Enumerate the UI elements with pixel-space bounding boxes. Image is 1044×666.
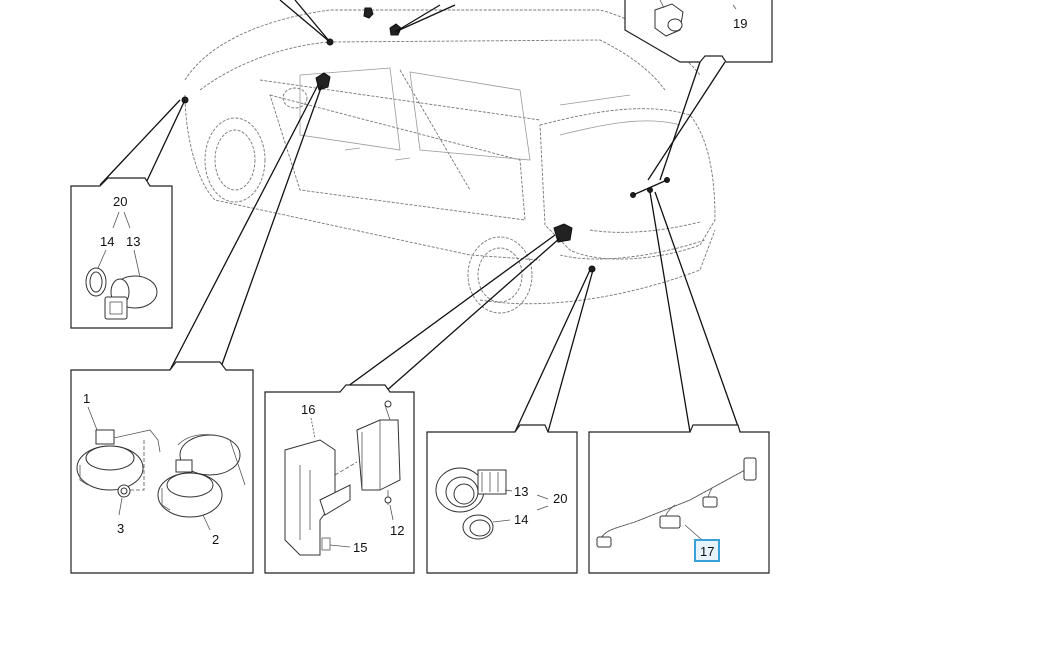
module-panel[interactable]: 16 12 15: [264, 384, 415, 574]
horn-icon: [76, 429, 161, 491]
camera-area-marker: [389, 23, 402, 36]
callout-16[interactable]: 16: [301, 402, 315, 417]
rear-sensor-panel[interactable]: 13 20 14: [426, 424, 578, 574]
sensor-ring-icon: [85, 267, 107, 297]
nut-icon: [117, 484, 131, 498]
camera-panel[interactable]: 19: [624, 0, 773, 63]
vehicle-outline: [184, 9, 716, 314]
callout-15[interactable]: 15: [353, 540, 367, 555]
callout-3[interactable]: 3: [117, 521, 124, 536]
parking-sensor-icon: [104, 275, 158, 320]
callout-12[interactable]: 12: [390, 523, 404, 538]
vehicle-component-markers: [181, 7, 670, 273]
callout-13[interactable]: 13: [126, 234, 140, 249]
callout-14[interactable]: 14: [100, 234, 114, 249]
callout-1[interactable]: 1: [83, 391, 90, 406]
wiring-harness-icon: [596, 457, 757, 548]
front-sensor-panel[interactable]: 20 14 13: [70, 177, 173, 329]
callout-19[interactable]: 19: [733, 16, 747, 31]
horn-icon: [157, 434, 246, 518]
horn-panel[interactable]: 1 3 2: [70, 361, 254, 574]
highlighted-callout-box[interactable]: [694, 539, 720, 562]
callout-20[interactable]: 20: [113, 194, 127, 209]
control-module-icon: [356, 400, 401, 505]
harness-panel[interactable]: 17: [588, 424, 770, 574]
callout-2[interactable]: 2: [212, 532, 219, 547]
callout-17[interactable]: 17: [700, 544, 714, 559]
callout-20[interactable]: 20: [553, 491, 567, 506]
rear-camera-icon: [654, 0, 684, 37]
sensor-ring-icon: [462, 514, 494, 540]
leader-lines: [99, 0, 741, 433]
module-marker: [553, 223, 573, 243]
callout-13[interactable]: 13: [514, 484, 528, 499]
harness-marker: [630, 177, 670, 198]
upper-component-marker: [363, 7, 374, 19]
horn-marker: [315, 72, 331, 91]
parking-sensor-icon: [435, 467, 507, 513]
callout-14[interactable]: 14: [514, 512, 528, 527]
mounting-bracket-icon: [284, 439, 351, 556]
